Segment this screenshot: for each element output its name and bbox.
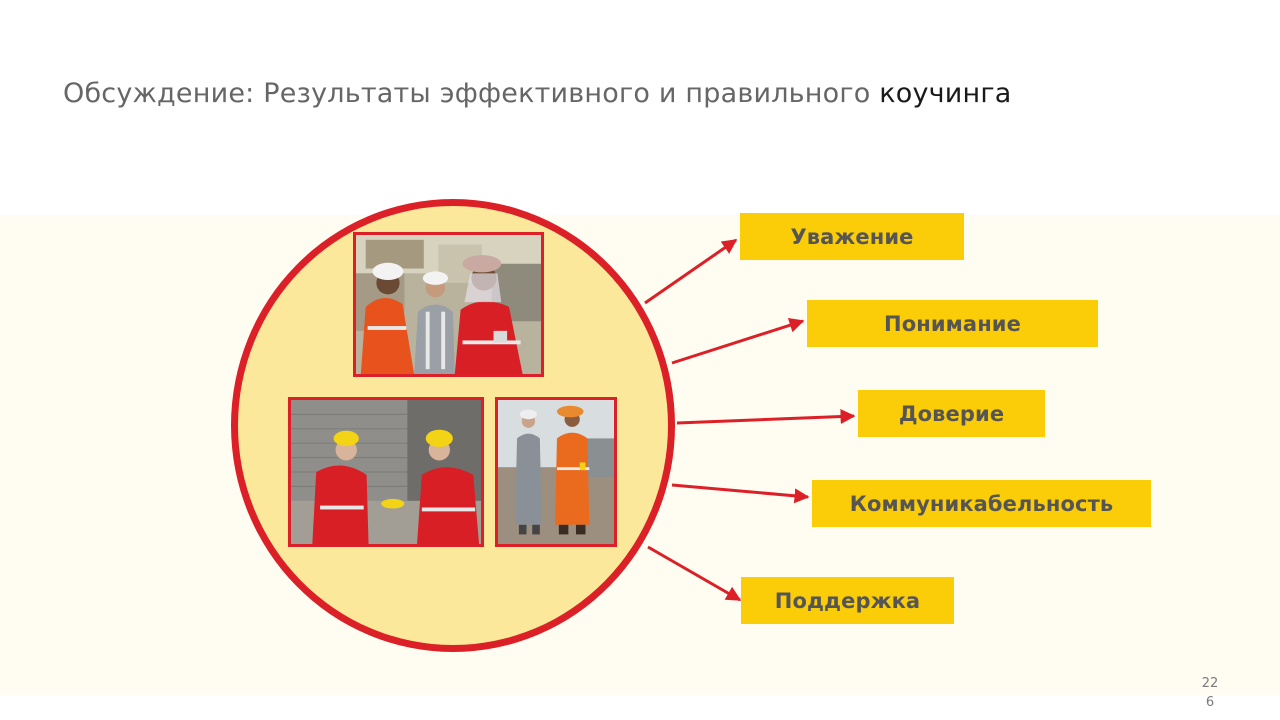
label-communication: Коммуникабельность [812,480,1151,527]
worker-orange-coverall-photo [495,397,617,547]
label-understanding: Понимание [807,300,1098,347]
label-respect: Уважение [740,213,964,260]
label-trust: Доверие [858,390,1045,437]
page-number-line1: 22 [1201,676,1219,691]
slide-title-emphasis: коучинга [879,78,1012,109]
slide-title: Обсуждение: Результаты эффективного и пр… [63,78,1012,109]
page-number: 22 6 [1192,674,1228,712]
workers-hardhats-photo [288,397,484,547]
slide-title-main: Обсуждение: Результаты эффективного и пр… [63,78,880,109]
workers-conversation-photo [353,232,544,377]
label-support: Поддержка [741,577,954,624]
page-number-line2: 6 [1205,695,1215,710]
